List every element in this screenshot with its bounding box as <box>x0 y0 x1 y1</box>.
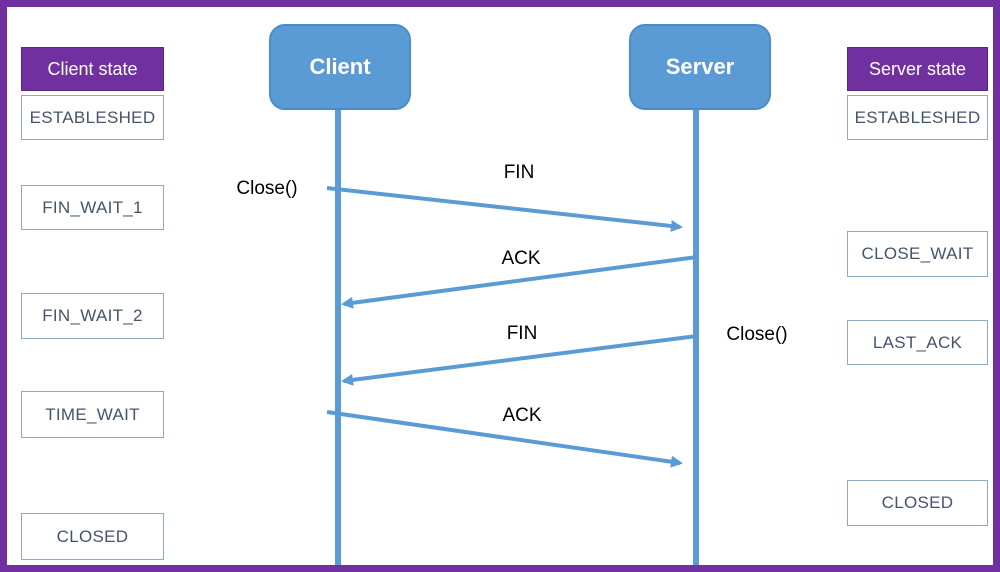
client-state-estableshed: ESTABLESHED <box>21 95 164 140</box>
message-label-fin-1: FIN <box>503 162 535 183</box>
server-state-last-ack: LAST_ACK <box>847 320 988 365</box>
client-lifeline <box>335 110 341 565</box>
message-label-ack-1: ACK <box>501 248 541 269</box>
server-state-estableshed: ESTABLESHED <box>847 95 988 140</box>
arrow-fin-client-to-server <box>326 186 683 232</box>
server-state-closed: CLOSED <box>847 480 988 526</box>
client-state-closed: CLOSED <box>21 513 164 560</box>
close-call-server: Close() <box>726 324 788 345</box>
client-state-time-wait: TIME_WAIT <box>21 391 164 438</box>
server-actor-box: Server <box>629 24 771 110</box>
client-state-fin-wait-2: FIN_WAIT_2 <box>21 293 164 339</box>
client-actor-box: Client <box>269 24 411 110</box>
server-state-close-wait: CLOSE_WAIT <box>847 231 988 277</box>
server-state-header: Server state <box>847 47 988 91</box>
client-state-fin-wait-1: FIN_WAIT_1 <box>21 185 164 230</box>
close-call-client: Close() <box>236 178 298 199</box>
message-label-ack-2: ACK <box>502 405 542 426</box>
client-state-header: Client state <box>21 47 164 91</box>
server-lifeline <box>693 110 699 565</box>
message-label-fin-2: FIN <box>506 323 538 344</box>
